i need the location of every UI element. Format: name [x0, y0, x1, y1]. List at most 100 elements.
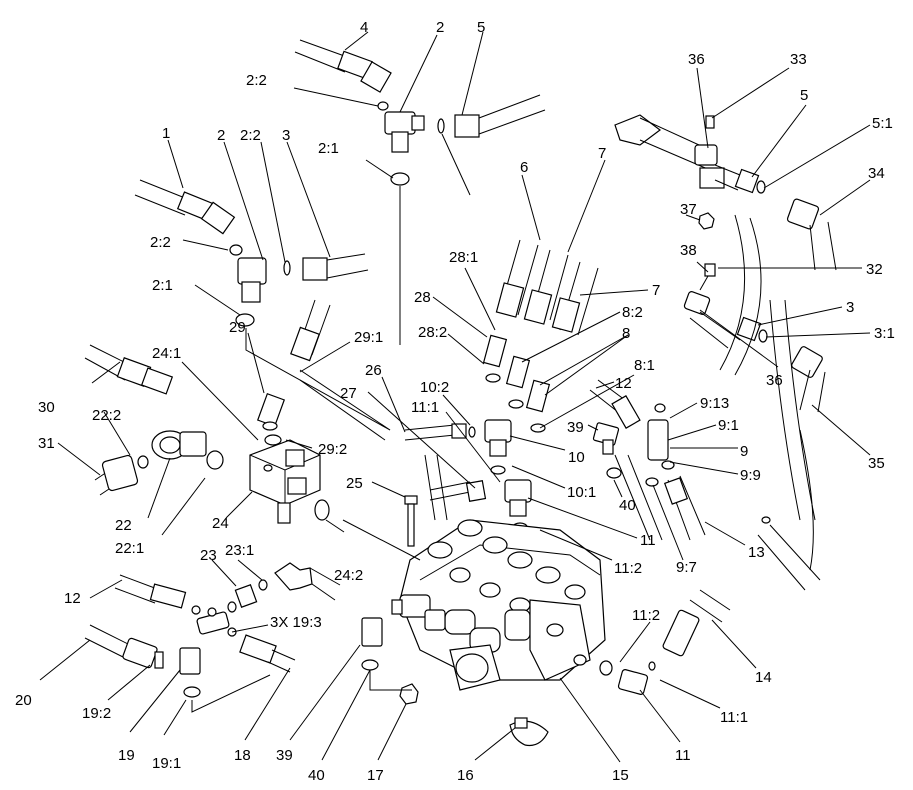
callout-label: 28 [414, 289, 431, 306]
callout-label: 22:1 [115, 540, 144, 557]
callout-label: 28:1 [449, 249, 478, 266]
callout-label: 29:2 [318, 441, 347, 458]
callout-label: 3 [282, 127, 290, 144]
fitting-10 [484, 419, 512, 475]
callout-label: 3:1 [874, 325, 895, 342]
callout-label: 39 [567, 419, 584, 436]
tee-fitting-19 [179, 605, 237, 698]
callout-label: 24:1 [152, 345, 181, 362]
callout-label: 24 [212, 515, 229, 532]
callout-label: 6 [520, 159, 528, 176]
bolt-25 [404, 495, 418, 547]
callout-label: 11:1 [411, 399, 439, 416]
hoses-6-7 [495, 239, 599, 336]
callout-label: 10 [568, 449, 585, 466]
callout-label: 2 [217, 127, 225, 144]
callout-label: 35 [868, 455, 885, 472]
elbow-fitting-left [229, 244, 369, 327]
callout-label: 22:2 [92, 407, 121, 424]
callout-label: 10:2 [420, 379, 449, 396]
hose-20 [84, 624, 164, 669]
callout-label: 30 [38, 399, 55, 416]
elbow-fitting-top [377, 101, 445, 186]
callout-label: 33 [790, 51, 807, 68]
callout-label: 29:1 [354, 329, 383, 346]
callout-label: 2:2 [246, 72, 267, 89]
callout-label: 7 [652, 282, 660, 299]
hose-1 [134, 179, 236, 235]
fitting-39-lower [361, 617, 383, 671]
callout-label: 23:1 [225, 542, 254, 559]
hose-18 [239, 634, 296, 673]
callout-label: 9:1 [718, 417, 739, 434]
callout-label: 2:2 [240, 127, 261, 144]
callout-label: 2 [436, 19, 444, 36]
callout-label: 11:1 [720, 709, 748, 726]
callout-label: 2:1 [318, 140, 339, 157]
callout-label: 7 [598, 145, 606, 162]
hose-34 [786, 198, 837, 271]
callout-label: 20 [15, 692, 32, 709]
fitting-11-lower [599, 660, 656, 695]
hose-35 [791, 346, 826, 413]
callout-label: 8 [622, 325, 630, 342]
callout-label: 1 [162, 125, 170, 142]
callout-label: 4 [360, 19, 368, 36]
part-drawings [84, 39, 837, 747]
fittings-28-8 [482, 334, 551, 433]
callout-label: 23 [200, 547, 217, 564]
callout-label: 19:2 [82, 705, 111, 722]
callout-label: 9:7 [676, 559, 697, 576]
callout-label: 15 [612, 767, 629, 784]
manifold-block-24 [249, 439, 330, 524]
fitting-29 [256, 392, 286, 446]
callout-label: 5 [477, 19, 485, 36]
clamp-16 [509, 717, 549, 747]
callout-label: 24:2 [334, 567, 363, 584]
callout-label: 8:1 [634, 357, 655, 374]
callout-labels: 1 2 2:2 3 2:1 4 2 2:2 5 2:1 2:2 6 7 28:1… [15, 19, 895, 784]
connecting-tubes [299, 369, 663, 541]
callout-label: 11:2 [632, 607, 660, 624]
fitting-23 [227, 562, 341, 613]
callout-label: 5:1 [872, 115, 893, 132]
callout-label: 2:2 [150, 234, 171, 251]
fitting-3-right [736, 316, 768, 343]
hose-29-1 [290, 299, 331, 362]
callout-label: 3 [846, 299, 854, 316]
callout-label: 9 [740, 443, 748, 460]
callout-label: 11:2 [614, 560, 642, 577]
callout-label: 39 [276, 747, 293, 764]
callout-label: 8:2 [622, 304, 643, 321]
callout-label: 14 [755, 669, 772, 686]
fitting-11 [504, 479, 532, 532]
callout-label: 27 [340, 385, 357, 402]
elbow-22 [151, 430, 224, 470]
tube-26 [404, 423, 476, 441]
callout-label: 25 [346, 475, 363, 492]
fitting-39-right [592, 422, 622, 479]
callout-label: 34 [868, 165, 885, 182]
tube-27 [429, 480, 487, 502]
callout-label: 18 [234, 747, 251, 764]
hose-30 [84, 344, 174, 395]
hose-14 [662, 589, 731, 657]
callout-label: 17 [367, 767, 384, 784]
nut-17 [399, 683, 419, 705]
callout-label: 28:2 [418, 324, 447, 341]
hose-4 [294, 39, 392, 93]
fitting-31 [94, 454, 149, 496]
hose-12-right [589, 379, 641, 429]
callout-label: 19:1 [152, 755, 181, 772]
callout-label: 40 [619, 497, 636, 514]
callout-label: 5 [800, 87, 808, 104]
callout-label: 26 [365, 362, 382, 379]
callout-label: 12 [64, 590, 81, 607]
hose-12-left [114, 574, 187, 609]
callout-label: 36 [688, 51, 705, 68]
callout-label: 11 [675, 747, 691, 764]
callout-label: 2:1 [152, 277, 173, 294]
valve-body-15 [391, 519, 606, 691]
callout-label: 11 [640, 532, 656, 549]
callout-label: 29 [229, 319, 246, 336]
